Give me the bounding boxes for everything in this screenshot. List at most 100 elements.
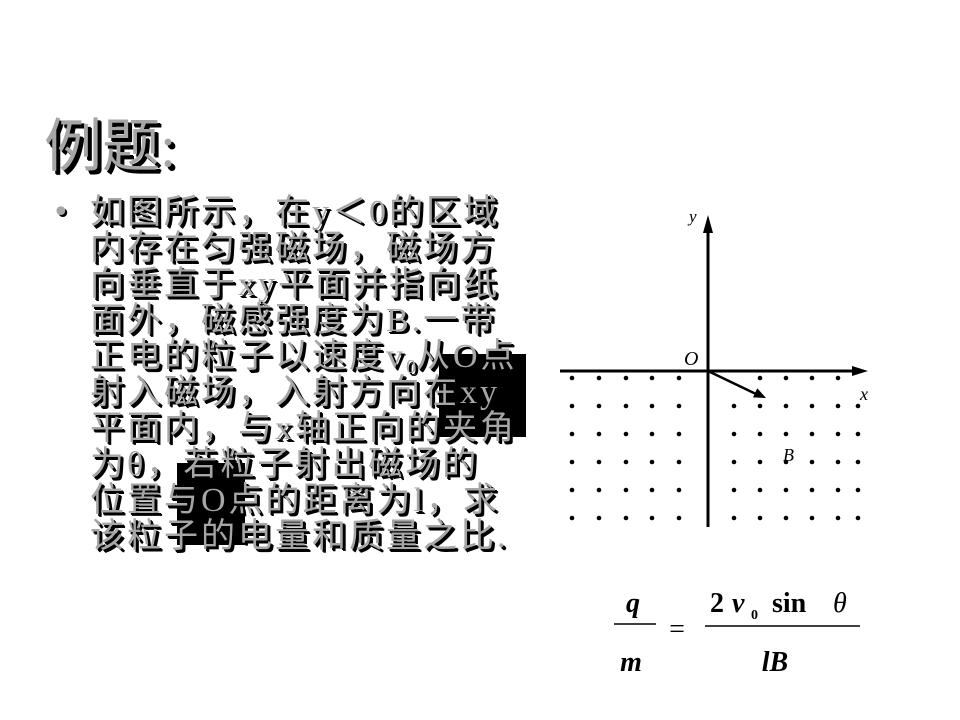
field-dot xyxy=(783,431,789,437)
formula-sine: sin xyxy=(772,588,807,619)
field-dot xyxy=(855,459,861,465)
field-dot xyxy=(835,431,841,437)
problem-text: 如图所示，在y＜0的区域 内存在匀强磁场，磁场方 向垂直于xy平面并指向纸 面外… xyxy=(90,195,518,555)
field-dot xyxy=(757,459,763,465)
field-dot xyxy=(757,515,763,521)
problem-line: 该粒子的电量和质量之比. xyxy=(90,518,509,555)
field-dot xyxy=(809,515,815,521)
field-dot xyxy=(676,459,682,465)
field-dot xyxy=(731,487,737,493)
velocity-arrow xyxy=(707,369,757,396)
field-dot xyxy=(783,375,789,381)
formula-rhs-denominator: lB xyxy=(762,647,788,678)
field-dot xyxy=(596,375,602,381)
x-axis-label: x xyxy=(859,384,868,404)
field-dot xyxy=(731,459,737,465)
field-dot xyxy=(757,403,763,409)
field-dot xyxy=(569,515,575,521)
problem-line: 为θ，若粒子射出磁场的 xyxy=(90,446,480,483)
field-dot xyxy=(676,431,682,437)
field-dot xyxy=(649,515,655,521)
field-dot xyxy=(783,403,789,409)
origin-label: O xyxy=(684,348,698,370)
field-label: B xyxy=(783,445,794,465)
problem-line: 面外，磁感强度为B.一带 xyxy=(90,302,498,339)
problem-line: 正电的粒子以速度v0从O点 xyxy=(90,338,518,378)
formula-angle: θ xyxy=(833,588,847,619)
field-dot xyxy=(596,403,602,409)
field-dot xyxy=(596,487,602,493)
x-axis-arrowhead xyxy=(852,366,868,376)
field-dot xyxy=(783,459,789,465)
field-dot xyxy=(835,375,841,381)
field-dot xyxy=(569,375,575,381)
y-axis-label: y xyxy=(687,207,697,226)
field-dot xyxy=(623,459,629,465)
field-dots xyxy=(569,375,861,521)
field-dot xyxy=(649,375,655,381)
field-dot xyxy=(835,403,841,409)
problem-line: 位置与O点的距离为l，求 xyxy=(90,482,500,519)
field-dot xyxy=(676,487,682,493)
problem-line: 内存在匀强磁场，磁场方 xyxy=(90,230,497,267)
y-axis-arrowhead xyxy=(703,215,713,233)
field-dot xyxy=(596,515,602,521)
field-dot xyxy=(649,403,655,409)
field-dot xyxy=(809,487,815,493)
formula-lhs-denominator: m xyxy=(620,647,642,678)
field-dot xyxy=(569,459,575,465)
field-dot xyxy=(809,375,815,381)
magnetic-field-diagram: y x O B xyxy=(560,207,868,527)
field-dot xyxy=(855,487,861,493)
field-dot xyxy=(596,431,602,437)
field-dot xyxy=(757,431,763,437)
field-dot xyxy=(809,403,815,409)
answer-formula: q m = 2 v 0 sin θ lB xyxy=(614,588,860,678)
field-dot xyxy=(731,431,737,437)
problem-line: 平面内，与x轴正向的夹角 xyxy=(90,410,517,447)
problem-line: 向垂直于xy平面并指向纸 xyxy=(90,266,500,303)
velocity-subscript: 0 xyxy=(406,356,416,378)
field-dot xyxy=(623,431,629,437)
field-dot xyxy=(855,431,861,437)
field-dot xyxy=(623,487,629,493)
formula-velocity-subscript: 0 xyxy=(751,608,758,623)
field-dot xyxy=(569,403,575,409)
problem-line-text: 从O点 xyxy=(416,338,518,375)
formula-coefficient: 2 xyxy=(710,588,724,619)
problem-line-text: 正电的粒子以速度v xyxy=(90,338,406,375)
field-dot xyxy=(835,515,841,521)
field-dot xyxy=(649,459,655,465)
field-dot xyxy=(649,487,655,493)
field-dot xyxy=(623,375,629,381)
field-dot xyxy=(569,431,575,437)
field-dot xyxy=(855,403,861,409)
field-dot xyxy=(809,459,815,465)
field-dot xyxy=(783,487,789,493)
slide-title: 例题: xyxy=(44,114,177,179)
field-dot xyxy=(757,487,763,493)
occluding-box xyxy=(177,463,245,545)
field-dot xyxy=(835,487,841,493)
formula-equals: = xyxy=(669,614,685,645)
bullet-marker: • xyxy=(52,195,70,230)
field-dot xyxy=(676,515,682,521)
field-dot xyxy=(835,459,841,465)
occluding-box xyxy=(439,354,526,437)
formula-lhs-numerator: q xyxy=(626,588,640,619)
problem-line: 如图所示，在y＜0的区域 xyxy=(90,194,500,231)
field-dot xyxy=(569,487,575,493)
field-dot xyxy=(731,403,737,409)
field-dot xyxy=(649,431,655,437)
field-dot xyxy=(623,515,629,521)
field-dot xyxy=(809,431,815,437)
velocity-arrowhead xyxy=(753,388,766,398)
problem-line: 射入磁场，入射方向在xy xyxy=(90,374,500,411)
field-dot xyxy=(757,375,763,381)
field-dot xyxy=(623,403,629,409)
field-dot xyxy=(676,375,682,381)
field-dot xyxy=(731,515,737,521)
field-dot xyxy=(676,403,682,409)
field-dot xyxy=(855,515,861,521)
